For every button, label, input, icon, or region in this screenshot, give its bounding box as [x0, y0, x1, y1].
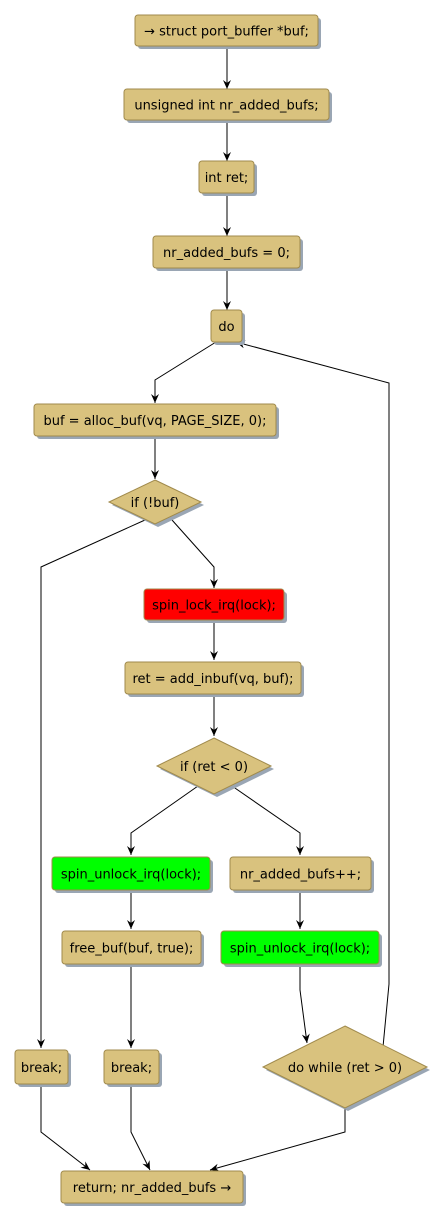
node-decl-ret: int ret;	[198, 160, 257, 196]
node-if-not-buf-label: if (!buf)	[131, 496, 180, 511]
node-if-ret-lt-0: if (ret < 0)	[155, 737, 274, 797]
node-decl-ret-label: int ret;	[205, 171, 249, 186]
node-nr-added-bufs-inc-label: nr_added_bufs++;	[240, 868, 361, 883]
edge-if-ret-to-nr-inc	[231, 785, 304, 855]
edges	[37, 46, 390, 1172]
edge-if-ret-to-unlock-left	[127, 785, 199, 855]
node-free-buf-label: free_buf(buf, true);	[70, 942, 194, 957]
node-alloc-buf: buf = alloc_buf(vq, PAGE_SIZE, 0);	[33, 403, 279, 439]
edge-break-1-to-return	[40, 1084, 91, 1171]
node-init-nr-added-bufs-box	[152, 235, 301, 269]
node-spin-lock-irq: spin_lock_irq(lock);	[143, 588, 287, 623]
edge-do-to-alloc	[151, 341, 217, 403]
node-nr-added-bufs-inc-box	[229, 856, 372, 891]
node-break-1: break;	[14, 1049, 71, 1087]
node-break-2-box	[103, 1049, 160, 1085]
node-spin-unlock-irq-right-label: spin_unlock_irq(lock);	[230, 942, 370, 957]
edge-do-while-loop-back	[235, 340, 390, 1048]
edge-do-while-to-return	[209, 1108, 346, 1172]
node-nr-added-bufs-inc: nr_added_bufs++;	[229, 856, 374, 893]
node-spin-lock-irq-label: spin_lock_irq(lock);	[152, 599, 276, 614]
node-if-not-buf-shape	[107, 479, 203, 525]
node-struct-buf-box	[134, 14, 319, 47]
node-do-while-label: do while (ret > 0)	[288, 1061, 402, 1076]
node-spin-unlock-irq-left: spin_unlock_irq(lock);	[51, 856, 213, 893]
node-decl-nr-added-bufs: unsigned int nr_added_bufs;	[123, 88, 332, 123]
node-do-box	[210, 309, 243, 343]
node-decl-nr-added-bufs-label: unsigned int nr_added_bufs;	[134, 99, 318, 114]
node-decl-nr-added-bufs-box	[123, 88, 330, 121]
node-return-box	[60, 1170, 244, 1204]
node-if-ret-lt-0-shape	[155, 737, 273, 795]
node-spin-lock-irq-box	[143, 588, 285, 621]
node-alloc-buf-box	[33, 403, 277, 437]
edge-unlock-right-to-do-while	[299, 964, 310, 1044]
node-return-label: return; nr_added_bufs →	[73, 1181, 232, 1196]
node-break-1-box	[14, 1049, 69, 1085]
node-spin-unlock-irq-left-box	[51, 856, 211, 891]
node-return: return; nr_added_bufs →	[60, 1170, 246, 1206]
edge-if-buf-to-break-1	[37, 519, 146, 1048]
node-struct-buf-label: → struct port_buffer *buf;	[144, 25, 309, 40]
edge-break-2-to-return	[130, 1084, 151, 1171]
node-free-buf-box	[61, 930, 202, 965]
node-init-nr-added-bufs: nr_added_bufs = 0;	[152, 235, 303, 271]
node-if-not-buf: if (!buf)	[107, 479, 204, 527]
node-alloc-buf-label: buf = alloc_buf(vq, PAGE_SIZE, 0);	[43, 414, 266, 429]
node-decl-ret-box	[198, 160, 255, 194]
node-free-buf: free_buf(buf, true);	[61, 930, 204, 967]
node-do-label: do	[218, 320, 234, 335]
node-do: do	[210, 309, 245, 345]
node-spin-unlock-irq-right-box	[220, 930, 380, 965]
node-struct-buf: → struct port_buffer *buf;	[134, 14, 321, 49]
node-do-while-shape	[261, 1025, 429, 1109]
node-spin-unlock-irq-left-label: spin_unlock_irq(lock);	[61, 868, 201, 883]
node-do-while: do while (ret > 0)	[261, 1025, 430, 1111]
node-break-2: break;	[103, 1049, 162, 1087]
node-add-inbuf-box	[124, 661, 302, 695]
node-add-inbuf-label: ret = add_inbuf(vq, buf);	[132, 672, 293, 687]
node-break-2-label: break;	[111, 1061, 152, 1076]
node-spin-unlock-irq-right: spin_unlock_irq(lock);	[220, 930, 382, 967]
node-add-inbuf: ret = add_inbuf(vq, buf);	[124, 661, 304, 697]
node-break-1-label: break;	[21, 1061, 62, 1076]
node-if-ret-lt-0-label: if (ret < 0)	[180, 760, 248, 775]
edge-if-buf-to-lock	[171, 519, 218, 588]
node-init-nr-added-bufs-label: nr_added_bufs = 0;	[163, 246, 290, 261]
